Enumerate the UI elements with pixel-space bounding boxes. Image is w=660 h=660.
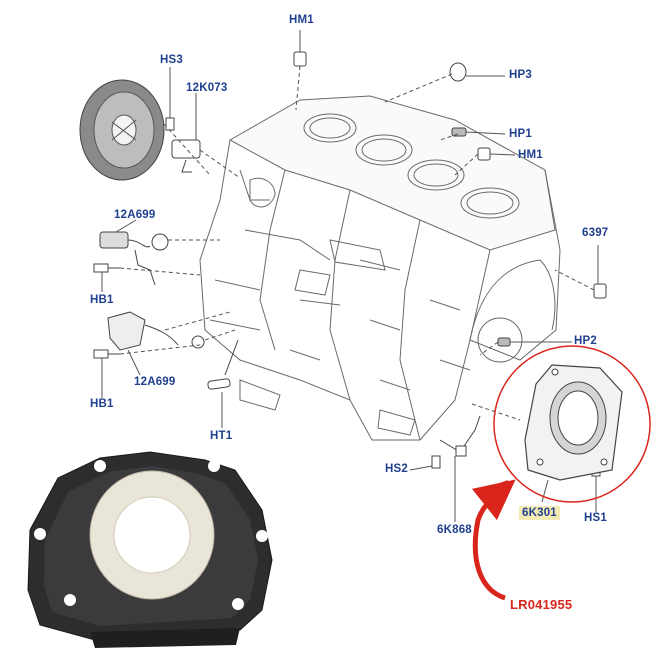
label-hp3: HP3 (509, 69, 532, 81)
crank-pulley (79, 79, 165, 181)
label-6397: 6397 (582, 227, 609, 239)
label-ht1: HT1 (210, 430, 233, 442)
label-hm1-top: HM1 (289, 14, 314, 26)
label-12a699-bottom: 12A699 (134, 376, 176, 388)
label-6k868: 6K868 (437, 524, 472, 536)
small-parts (93, 51, 607, 477)
label-12k073: 12K073 (186, 82, 228, 94)
label-hs2: HS2 (385, 463, 408, 475)
leader-lines (119, 65, 595, 421)
label-hs3: HS3 (160, 54, 183, 66)
seal-photo (27, 451, 273, 648)
label-hm1-right: HM1 (518, 149, 543, 161)
red-arrow (471, 479, 516, 601)
label-hp2: HP2 (574, 335, 597, 347)
label-12a699-top: 12A699 (114, 209, 156, 221)
engine-block (199, 95, 561, 441)
label-6k301: 6K301 (519, 506, 560, 520)
label-hb1-bottom: HB1 (90, 398, 114, 410)
rear-seal-drawing (524, 364, 623, 481)
label-hb1-top: HB1 (90, 294, 114, 306)
highlight-circle (493, 345, 651, 503)
label-hs1: HS1 (584, 512, 607, 524)
label-leaders (101, 30, 599, 522)
red-arrow-head (486, 480, 508, 505)
label-hp1: HP1 (509, 128, 532, 140)
part-number-label: LR041955 (510, 597, 573, 612)
